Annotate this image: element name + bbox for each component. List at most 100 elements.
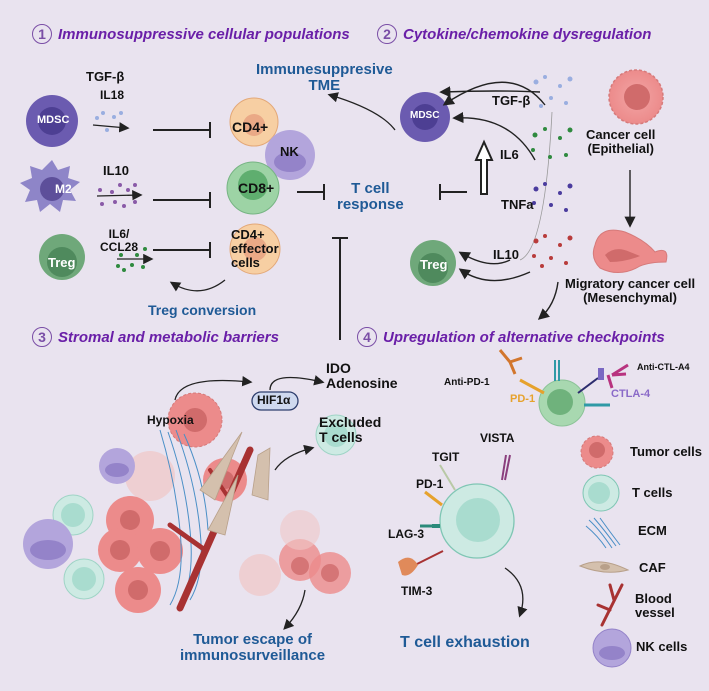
cd4-effector-line1: CD4+ <box>231 227 265 242</box>
legend-blood-line1: Blood <box>635 591 672 606</box>
anti-pd1-antibody-icon <box>498 349 523 375</box>
arrow-to-tme <box>327 92 396 131</box>
anti-ctla4-antibody-icon <box>606 363 629 389</box>
section-1-title: Immunosuppressive cellular populations <box>58 25 350 43</box>
lag3-label: LAG-3 <box>388 527 424 541</box>
ido-line1: IDO <box>326 360 351 376</box>
cytokine-dots-tgfb-panel2 <box>533 75 573 108</box>
arrow-to-excluded <box>274 444 315 471</box>
label-il10: IL10 <box>103 163 130 178</box>
arrow-to-escape <box>283 589 306 630</box>
t-cells-cluster <box>52 494 105 600</box>
escape-line1: Tumor escape of <box>193 631 312 648</box>
mdsc-cell-icon <box>26 95 78 147</box>
migratory-line1: Migratory cancer cell <box>565 276 696 291</box>
t-cell-checkpoint-top <box>519 360 610 427</box>
immunosuppressive-tme-label: Immunesuppresive TME <box>256 61 393 95</box>
treg-label-panel2: Treg <box>420 257 448 272</box>
tumor-escape-label: Tumor escape of immunosurveillance <box>180 631 326 665</box>
legend-blood-vessel-label: Blood vessel <box>635 591 675 621</box>
pd1-label: PD-1 <box>510 393 536 405</box>
anti-ctla4-label: Anti-CTL-A4 <box>637 362 690 372</box>
arrow-hypoxia-hif <box>174 376 253 401</box>
cytokine-dots-il10 <box>98 183 137 208</box>
legend-tumor-cells-label: Tumor cells <box>630 444 703 459</box>
label-il10-panel2: IL10 <box>493 247 520 262</box>
il6-up-arrow <box>474 139 494 195</box>
section-2-number: 2 <box>377 24 397 44</box>
legend-ecm-icon <box>585 517 621 549</box>
arrow-to-checkpoints <box>537 281 559 320</box>
tme-line2: TME <box>308 77 341 95</box>
label-il6-panel2: IL6 <box>500 147 519 162</box>
cytokine-dots-il10-panel2 <box>532 234 573 268</box>
legend-t-cell-icon <box>582 474 620 512</box>
label-ccl28: CCL28 <box>100 239 139 254</box>
arrow-tgfb-mdsc-1 <box>439 86 541 98</box>
section-4-number: 4 <box>357 327 377 347</box>
mdsc-label-panel2: MDSC <box>410 110 440 121</box>
nk-label: NK <box>280 144 299 159</box>
arrow-il10 <box>96 189 143 201</box>
arrow-tgfb-il18 <box>92 122 130 133</box>
legend-tumor-cell-icon <box>580 435 614 469</box>
cytokine-dots-il6 <box>116 247 147 272</box>
ido-line2: Adenosine <box>326 375 398 392</box>
pd1-label-exhausted: PD-1 <box>416 477 444 491</box>
mdsc-label: MDSC <box>37 114 70 126</box>
section-2-title: Cytokine/chemokine dysregulation <box>403 25 652 43</box>
label-tgfb-panel2: TGF-β <box>492 93 531 108</box>
ecm-fibers <box>159 429 209 606</box>
hif1a-label: HIF1α <box>257 393 291 407</box>
arrow-tgfb-mdsc-2 <box>442 81 546 106</box>
t-cell-exhausted-icon <box>398 454 515 576</box>
cd4-effector-cell-icon <box>229 223 281 275</box>
cytokine-divider-line <box>519 111 553 261</box>
nk-cells-cluster <box>23 448 135 569</box>
cancer-cell-line2: (Epithelial) <box>587 141 654 157</box>
section-1-header: 1 Immunosuppressive cellular populations <box>32 24 350 44</box>
t-cell-response-line2: response <box>337 196 404 214</box>
section-2-header: 2 Cytokine/chemokine dysregulation <box>377 24 651 44</box>
hif1a-box <box>251 391 299 411</box>
cd4-effector-line3: cells <box>231 255 260 271</box>
cd4-label: CD4+ <box>232 119 269 135</box>
section-3-number: 3 <box>32 327 52 347</box>
treg-cell-icon <box>39 234 85 280</box>
escape-line2: immunosurveillance <box>180 647 326 665</box>
treg-conversion-label: Treg conversion <box>148 302 257 318</box>
arrow-il10-treg-1 <box>458 251 511 265</box>
label-tnfa-panel2: TNFa <box>501 197 534 212</box>
cytokine-dots-tgfb <box>95 111 123 132</box>
m2-macrophage-icon <box>20 160 80 212</box>
legend-ecm-label: ECM <box>638 523 667 538</box>
ido-adenosine-label: IDO Adenosine <box>326 360 398 392</box>
cancer-cell-label: Cancer cell (Epithelial) <box>586 127 656 157</box>
t-cell-exhaustion-label: T cell exhaustion <box>400 634 530 651</box>
mdsc-cell-icon-panel2 <box>400 92 450 142</box>
legend-caf-icon <box>578 561 630 573</box>
ctla4-label: CTLA-4 <box>611 388 651 400</box>
legend-blood-vessel-icon <box>596 583 624 627</box>
arrow-hif-ido <box>269 375 325 391</box>
label-il6: IL6/ <box>108 227 130 241</box>
caf-cells <box>199 431 271 536</box>
arrow-il6-mdsc <box>452 111 536 161</box>
cd8-cell-icon <box>226 161 280 215</box>
m2-label: M2 <box>55 182 72 196</box>
cancer-cell-epithelial-icon <box>608 69 664 125</box>
cytokine-dots-il6-panel2 <box>531 127 573 159</box>
legend-blood-line2: vessel <box>635 605 675 621</box>
tgit-label: TGIT <box>432 450 460 464</box>
legend-nk-cell-icon <box>592 628 632 668</box>
cd8-label: CD8+ <box>238 180 275 196</box>
section-3-title: Stromal and metabolic barriers <box>58 328 279 346</box>
t-cell-response-label: T cell response <box>337 180 404 214</box>
excluded-t-cell-icon <box>315 414 357 456</box>
section-4-title: Upregulation of alternative checkpoints <box>383 328 665 346</box>
nk-cell-icon-panel1 <box>265 130 315 180</box>
tme-line1: Immunesuppresive <box>256 61 393 78</box>
tim3-label: TIM-3 <box>401 584 433 598</box>
cancer-cell-line1: Cancer cell <box>586 127 656 142</box>
arrow-to-exhaustion <box>504 567 528 618</box>
